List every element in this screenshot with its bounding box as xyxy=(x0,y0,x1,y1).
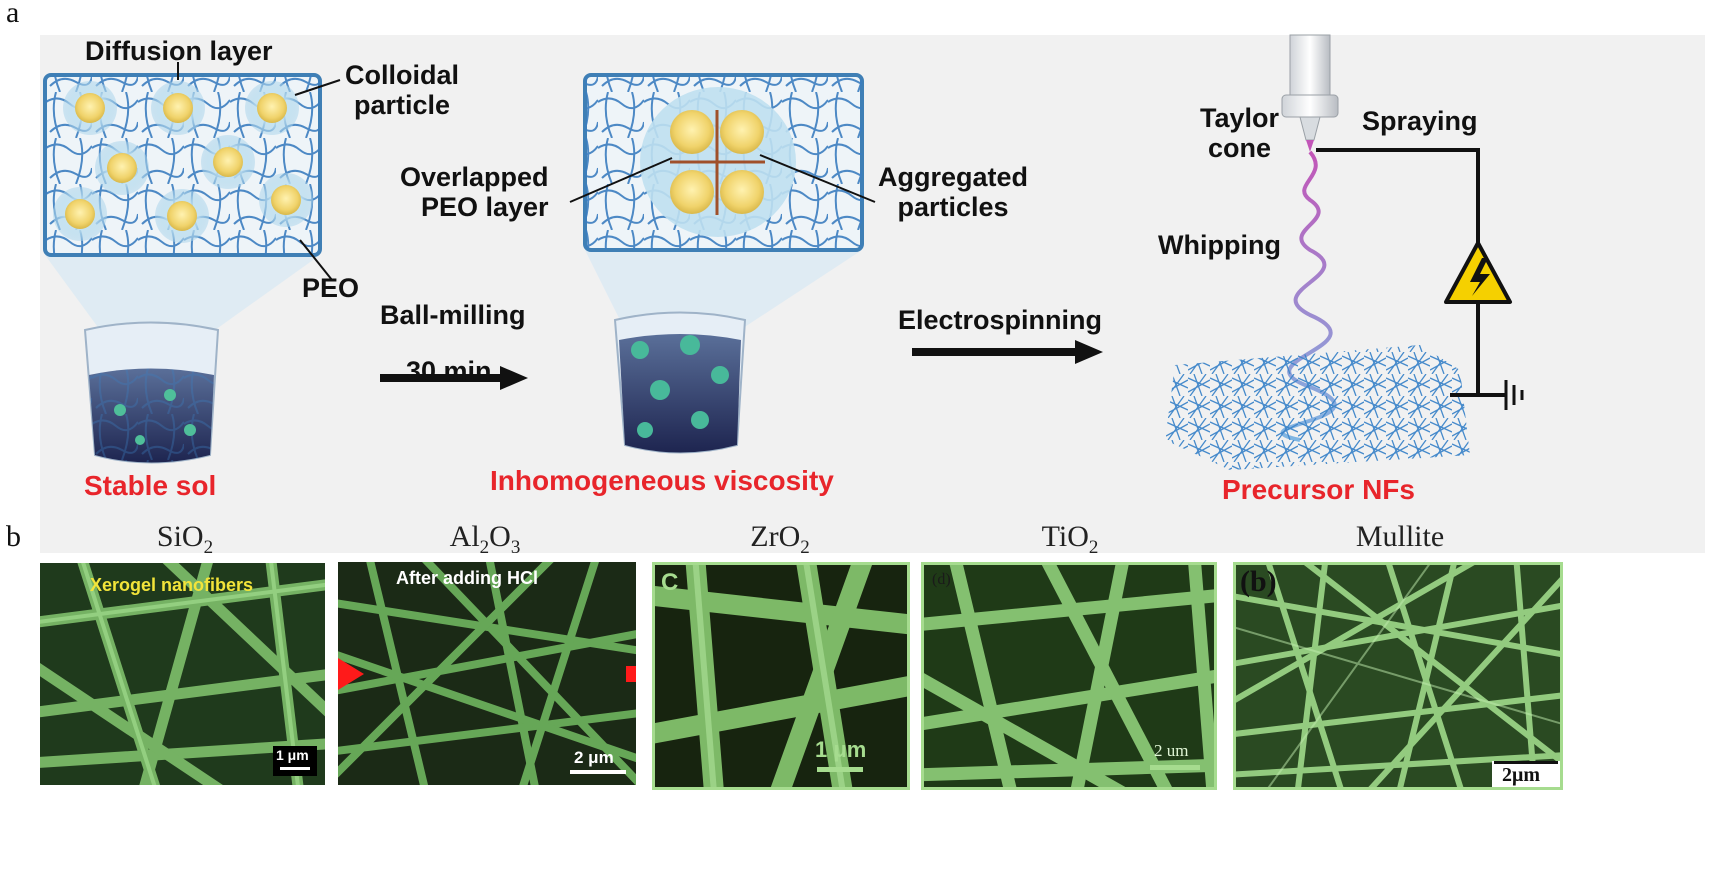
sem-image-mullite: (b) 2μm xyxy=(1233,562,1563,790)
red-arrow-marker-right xyxy=(626,666,636,682)
inhomogeneous-beaker xyxy=(613,311,747,454)
sem-image-sio2: Xerogel nanofibers 1 μm xyxy=(40,563,325,785)
sem-image-zro2: C 1 μm xyxy=(652,562,910,790)
corner-label-tio2: (d) xyxy=(932,571,951,588)
scale-bar-al2o3 xyxy=(570,770,626,774)
corner-label-zro2: C xyxy=(661,569,679,596)
sem-image-al2o3: After adding HCl 2 μm xyxy=(338,562,636,785)
stable-sol-magnified-box xyxy=(43,62,341,330)
scale-bar-tio2 xyxy=(1150,765,1200,770)
scale-bar-mullite xyxy=(1494,761,1558,764)
label-duration: 30 min xyxy=(406,356,492,386)
title-mullite: Mullite xyxy=(1355,520,1445,553)
title-sio2: SiO2 xyxy=(156,520,214,558)
scale-bar-box-mullite xyxy=(1492,761,1560,787)
caption-stable-sol: Stable sol xyxy=(84,470,217,501)
title-tio2: TiO2 xyxy=(1041,520,1099,558)
caption-precursor-nfs: Precursor NFs xyxy=(1222,474,1415,505)
label-colloidal-particle: Colloidal particle xyxy=(345,60,459,121)
schematic-artwork xyxy=(43,34,1524,470)
label-electrospinning: Electrospinning xyxy=(898,305,1103,335)
title-al2o3: Al2O3 xyxy=(449,520,521,558)
scale-label-sio2: 1 μm xyxy=(276,747,309,763)
scale-bar-box-sio2 xyxy=(273,746,317,776)
label-overlapped-peo-layer: Overlapped PEO layer xyxy=(400,162,549,223)
title-zro2: ZrO2 xyxy=(750,520,810,558)
label-peo: PEO xyxy=(302,273,360,303)
caption-inhomogeneous-viscosity: Inhomogeneous viscosity xyxy=(490,465,834,496)
corner-label-mullite: (b) xyxy=(1240,565,1277,598)
label-diffusion-layer: Diffusion layer xyxy=(85,36,273,66)
scale-bar-zro2 xyxy=(817,767,863,772)
aggregated-magnified-box xyxy=(569,73,876,330)
label-whipping: Whipping xyxy=(1158,230,1281,260)
label-aggregated-particles: Aggregated particles xyxy=(878,162,1029,223)
inset-label-xerogel: Xerogel nanofibers xyxy=(90,575,254,595)
scale-label-mullite: 2μm xyxy=(1502,764,1540,786)
scale-label-tio2: 2 um xyxy=(1154,741,1189,760)
panel-letter-a: a xyxy=(6,0,20,29)
red-arrow-marker-left xyxy=(338,658,364,690)
panel-letter-b: b xyxy=(6,520,21,553)
sem-image-tio2: (d) 2 um xyxy=(921,562,1217,790)
label-taylor-cone: Taylor cone xyxy=(1200,103,1280,164)
scale-label-zro2: 1 μm xyxy=(815,737,867,762)
stable-sol-beaker xyxy=(83,321,220,464)
label-spraying: Spraying xyxy=(1362,106,1478,136)
inset-label-hcl: After adding HCl xyxy=(396,568,538,588)
scale-label-al2o3: 2 μm xyxy=(574,748,614,767)
scale-bar-sio2 xyxy=(280,767,310,770)
electrospinning-setup xyxy=(1165,34,1524,470)
label-ball-milling: Ball-milling xyxy=(380,300,526,330)
